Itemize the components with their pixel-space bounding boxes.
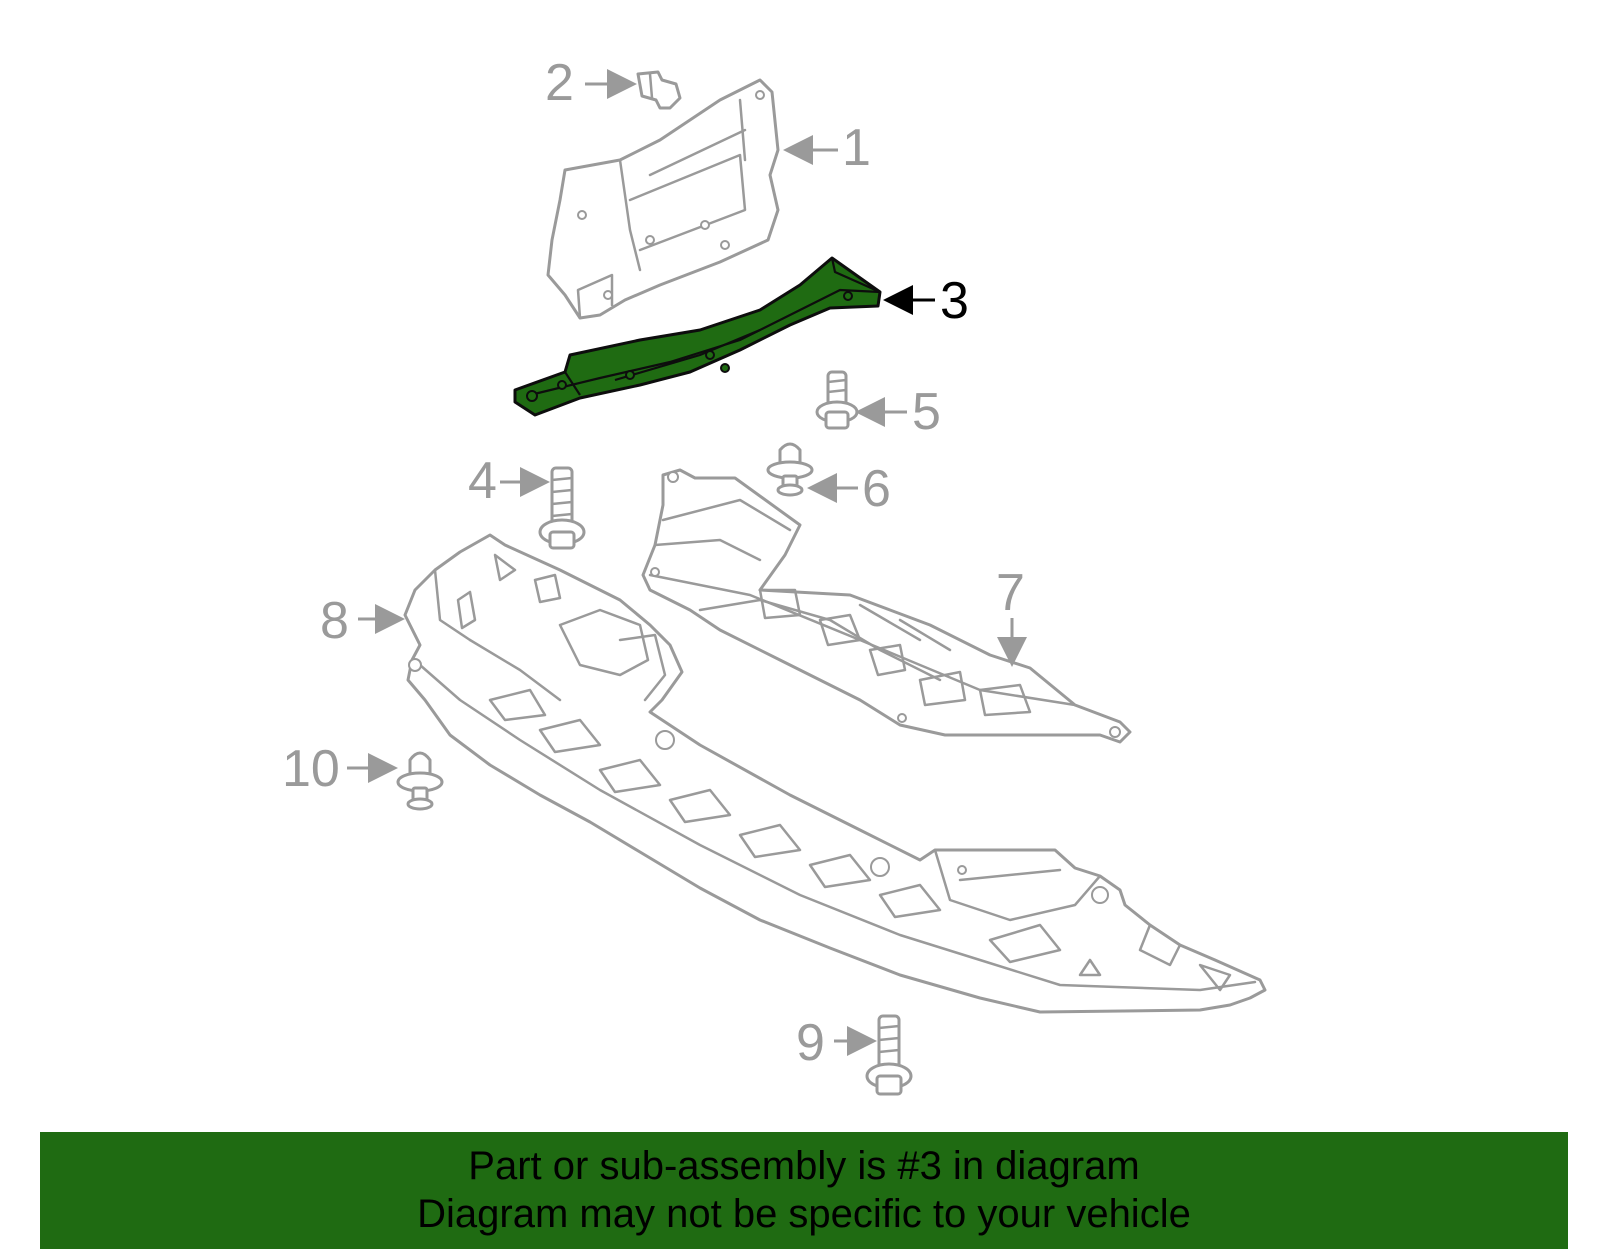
part-4-bolt <box>538 466 586 550</box>
callout-7: 7 <box>996 564 1025 622</box>
part-3-reinforcement <box>513 256 882 417</box>
part-7-splash-shield <box>641 468 1132 744</box>
banner-line-1: Part or sub-assembly is #3 in diagram <box>468 1144 1140 1188</box>
callout-5: 5 <box>912 383 941 441</box>
callout-9: 9 <box>796 1014 825 1072</box>
callout-labels: 2 1 3 5 4 6 7 8 10 9 <box>282 54 1025 1072</box>
part-8-lower-cover <box>403 533 1267 1014</box>
part-9-bolt <box>865 1014 913 1096</box>
part-1-bracket <box>546 78 780 320</box>
part-5-bolt <box>815 370 859 430</box>
callout-1: 1 <box>842 119 871 177</box>
callout-4: 4 <box>468 452 497 510</box>
callout-3: 3 <box>940 272 969 330</box>
callout-2: 2 <box>545 54 574 112</box>
banner-line-2: Diagram may not be specific to your vehi… <box>417 1192 1191 1236</box>
part-2-clip <box>636 70 682 110</box>
callout-6: 6 <box>862 460 891 518</box>
callout-10: 10 <box>282 740 340 798</box>
info-banner: Part or sub-assembly is #3 in diagram Di… <box>40 1132 1568 1249</box>
callout-8: 8 <box>320 592 349 650</box>
part-6-clip <box>766 442 814 497</box>
part-10-clip <box>396 751 444 811</box>
callout-leaders <box>347 69 1027 1056</box>
